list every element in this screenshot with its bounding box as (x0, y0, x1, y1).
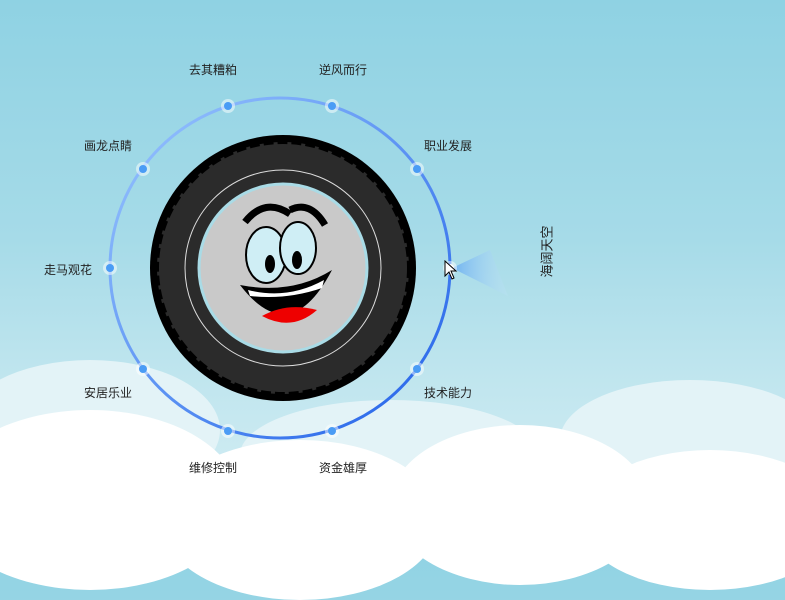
smiley-face-icon (240, 203, 332, 323)
wheel-label-6[interactable]: 维修控制 (189, 461, 238, 475)
wheel-label-8[interactable]: 走马观花 (44, 263, 93, 277)
mouse-cursor-icon (444, 260, 458, 280)
wheel-dot-2[interactable] (413, 165, 421, 173)
wheel-label-7[interactable]: 安居乐业 (84, 386, 133, 400)
wheel-dot-6[interactable] (224, 427, 232, 435)
wheel-label-9[interactable]: 画龙点睛 (84, 139, 133, 153)
wheel-dot-4[interactable] (413, 365, 421, 373)
wheel-label-2[interactable]: 职业发展 (424, 139, 473, 153)
wheel-dot-8[interactable] (106, 264, 114, 272)
wheel-label-4[interactable]: 技术能力 (424, 386, 473, 400)
wheel-dot-1[interactable] (328, 102, 336, 110)
wheel-label-active[interactable]: 海阔天空 (540, 225, 556, 278)
wheel-dot-5[interactable] (328, 427, 336, 435)
wheel-dot-9[interactable] (139, 165, 147, 173)
wheel-ring (108, 96, 508, 440)
active-pointer-beam (452, 250, 508, 296)
wheel-dot-0[interactable] (224, 102, 232, 110)
wheel-label-5[interactable]: 资金雄厚 (319, 461, 368, 475)
tire (150, 135, 416, 401)
wheel-label-0[interactable]: 去其糟粕 (189, 63, 238, 77)
wheel-dot-7[interactable] (139, 365, 147, 373)
wheel-label-1[interactable]: 逆风而行 (319, 63, 368, 77)
